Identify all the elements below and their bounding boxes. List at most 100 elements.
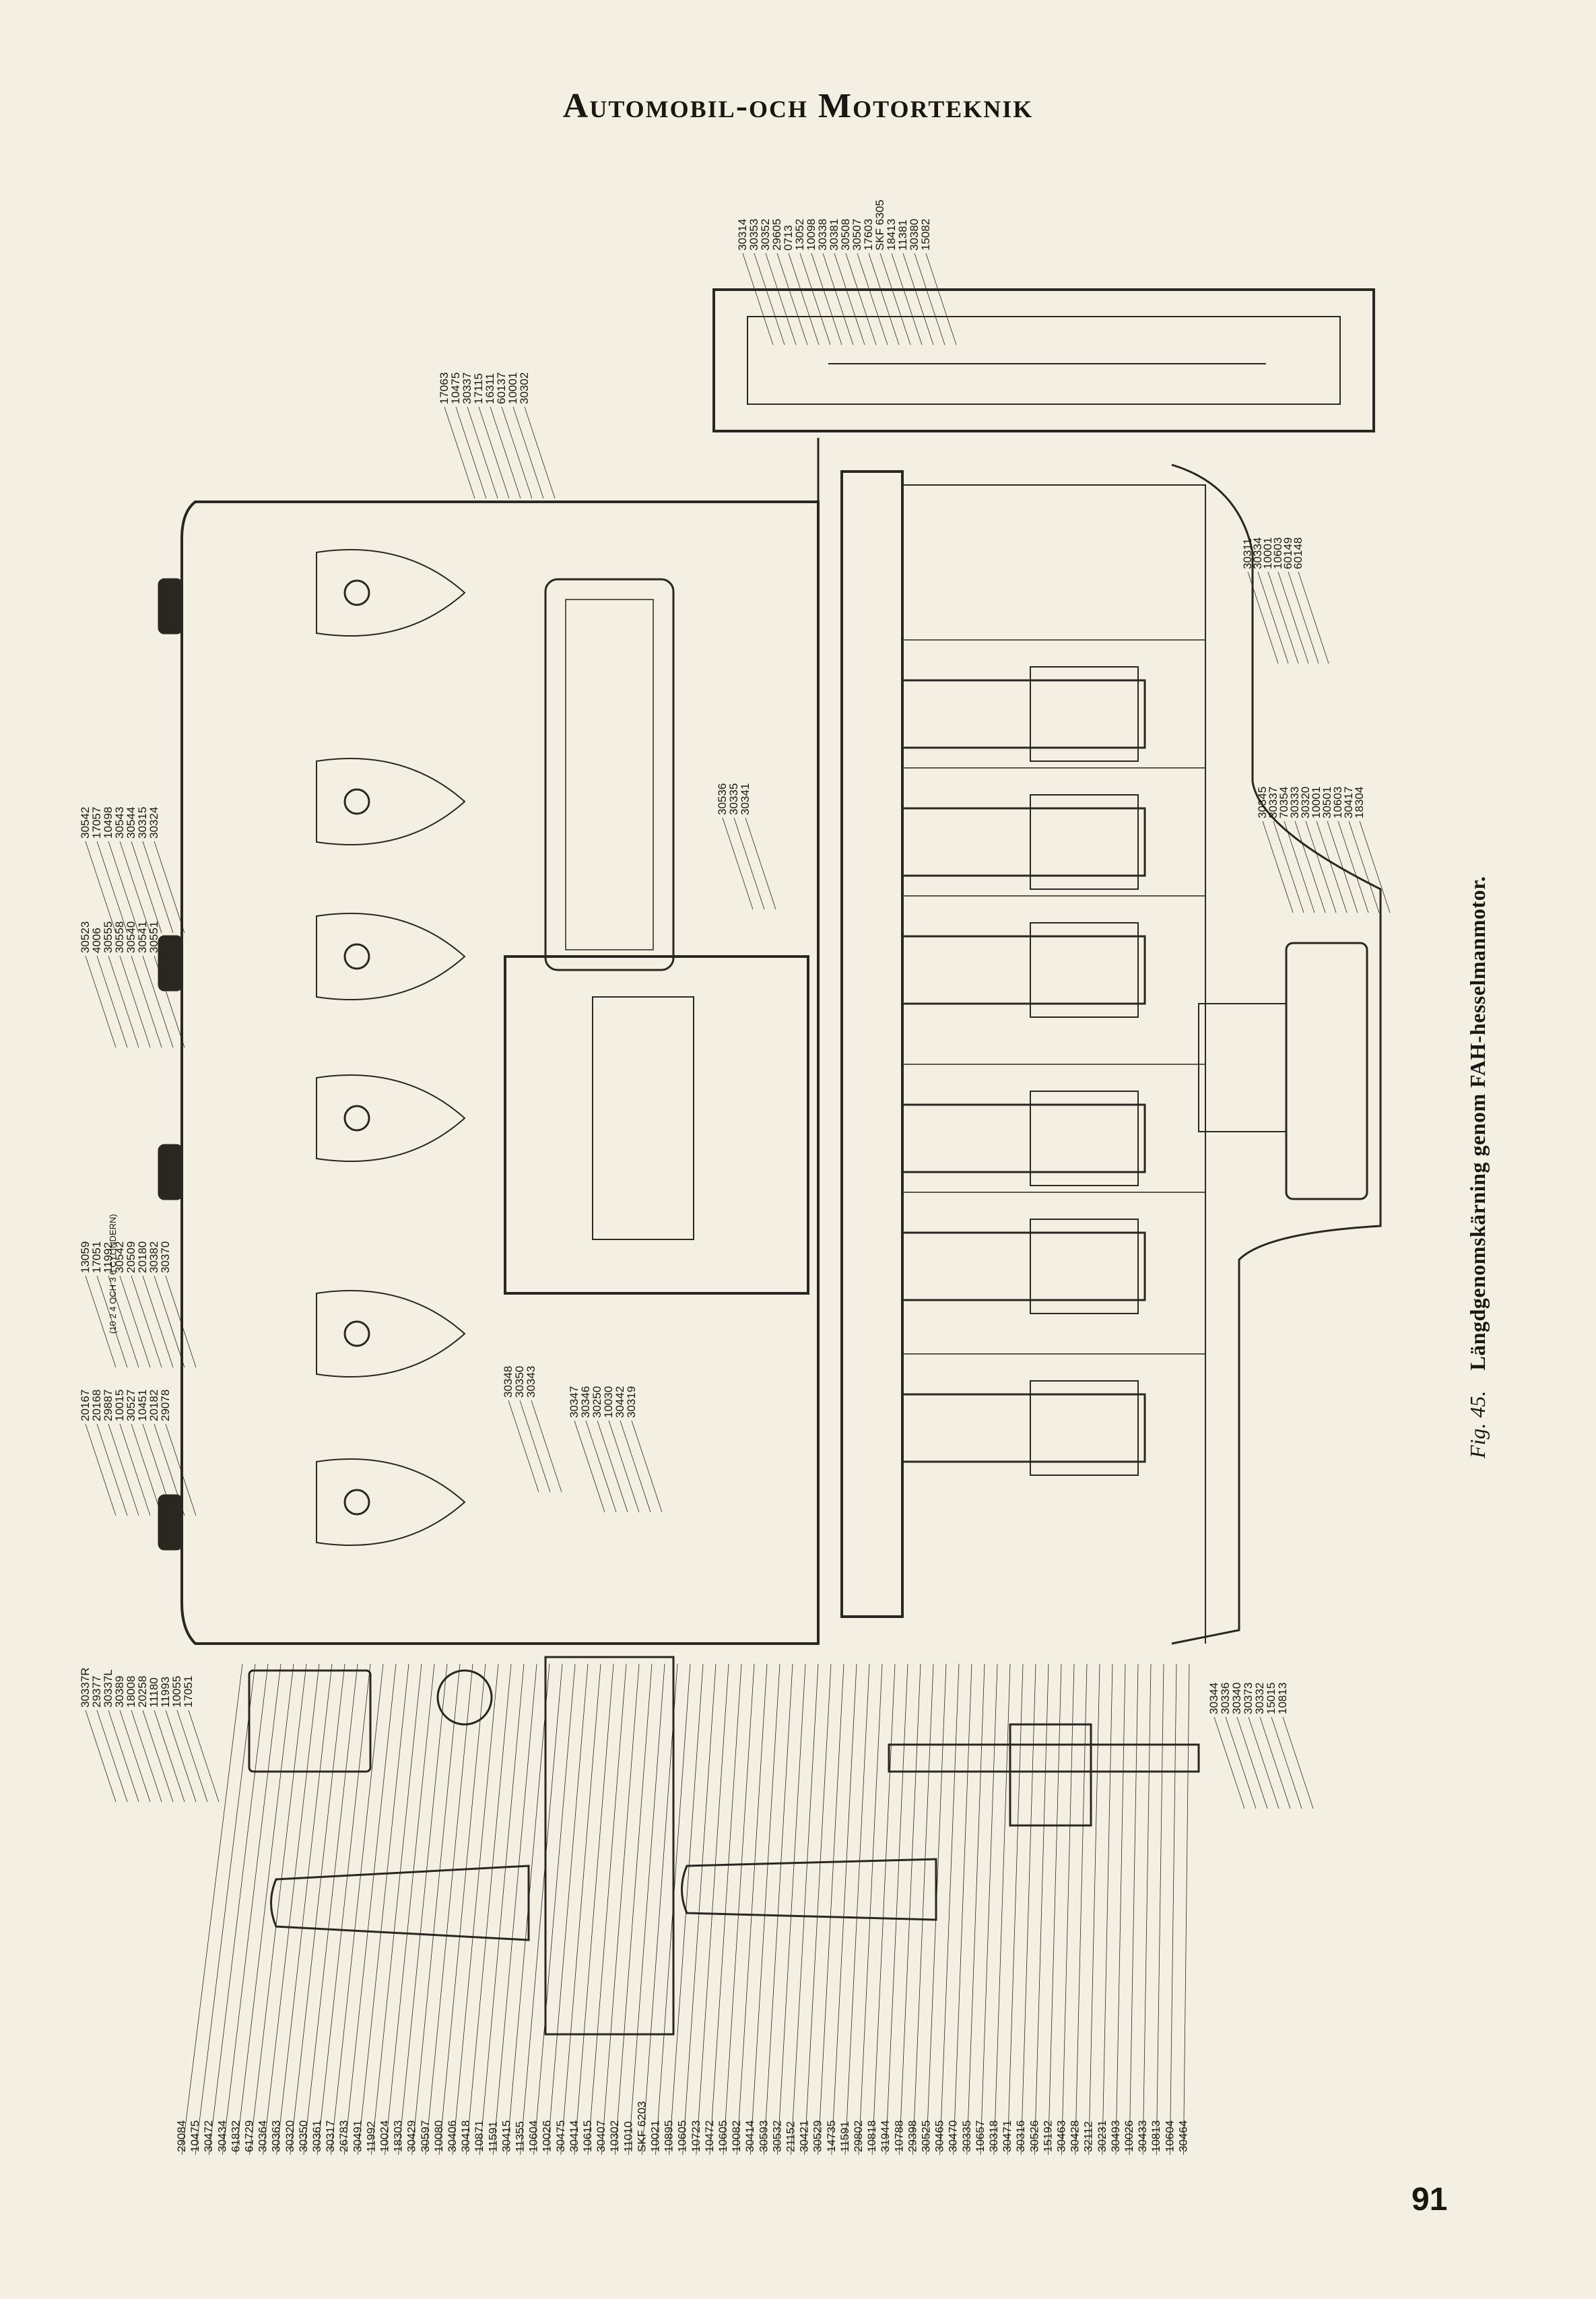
callout-label: 30382 <box>147 1241 160 1273</box>
callout-label: 13059 <box>79 1241 92 1273</box>
leader-lines <box>85 253 1391 2156</box>
callout-label: 15082 <box>919 219 932 251</box>
callout-label: 17051 <box>182 1676 195 1708</box>
callout-group-top-right: 3031430353303522960507131305210098303383… <box>736 199 932 251</box>
callout-label: 30555 <box>102 921 114 953</box>
callout-label: 30350 <box>297 2120 310 2152</box>
callout-label: 30442 <box>613 1386 626 1418</box>
callout-label: 10604 <box>527 2120 540 2152</box>
callout-label: 30335 <box>727 783 740 815</box>
callout-label: 30350 <box>513 1366 526 1398</box>
callout-label: 30315 <box>136 807 149 839</box>
callout-label: 30464 <box>1176 2120 1189 2152</box>
engine-block <box>180 438 820 1645</box>
callout-label: 30407 <box>595 2120 607 2152</box>
callout-label: 30320 <box>1299 787 1312 818</box>
callout-label: 10026 <box>541 2120 554 2152</box>
callout-label: 30471 <box>1001 2120 1013 2152</box>
callout-label: 30324 <box>147 807 160 839</box>
callout-label: 61729 <box>243 2120 256 2152</box>
callout-label: 10603 <box>1271 538 1284 569</box>
cylinder-group <box>901 639 1205 1476</box>
callout-label: 11591 <box>838 2121 851 2152</box>
crankcase-right <box>1171 463 1382 1645</box>
callout-label: 17057 <box>90 807 103 839</box>
callout-label: 30433 <box>1136 2120 1149 2152</box>
callout-label: 30364 <box>257 2120 269 2152</box>
callout-label: 10895 <box>663 2120 675 2152</box>
callout-label: 30334 <box>1251 538 1264 569</box>
callout-label: 30493 <box>1109 2120 1122 2152</box>
callout-label: SKF 6203 <box>635 2101 648 2152</box>
callout-label: 30337L <box>102 1669 114 1708</box>
handwheel-3 <box>158 1144 183 1200</box>
callout-label: 13052 <box>793 219 806 251</box>
callout-label: 30336 <box>1219 1683 1232 1714</box>
callout-label: 30470 <box>947 2120 960 2152</box>
callout-label: 30414 <box>568 2120 580 2152</box>
callout-label: 30508 <box>839 219 852 251</box>
callout-label: 10098 <box>805 219 818 251</box>
callout-label: 10603 <box>1331 787 1344 818</box>
callout-label: 30526 <box>1028 2120 1040 2152</box>
callout-label: 30389 <box>113 1676 126 1708</box>
callout-label: 30406 <box>446 2120 459 2152</box>
callout-label: 30333 <box>1288 787 1301 818</box>
callout-label: 15192 <box>1041 2120 1054 2152</box>
callout-label: 30428 <box>1069 2120 1082 2152</box>
callout-group-right-mid: 3034530337703543033330320100013050110603… <box>1256 787 1366 818</box>
piston-1 <box>901 639 1205 762</box>
callout-label: 30551 <box>147 921 160 953</box>
callout-label: 30352 <box>759 219 772 251</box>
callout-group-left-5: 30337R2937730337L30389180082025811180119… <box>79 1667 195 1708</box>
injection-pump <box>504 578 809 1295</box>
valve-gear <box>158 549 466 1551</box>
callout-label: 30543 <box>113 807 126 839</box>
callout-label: 17063 <box>438 373 451 404</box>
callout-label: 30319 <box>625 1386 638 1418</box>
callout-label: 10813 <box>1150 2120 1162 2152</box>
callout-label: 30381 <box>828 219 840 251</box>
figure-caption: Fig. 45. Längdgenomskärning genom FAH-he… <box>1465 876 1490 1458</box>
callout-label: 31944 <box>879 2120 892 2152</box>
callout-label: 30380 <box>908 219 921 251</box>
callout-label: 20182 <box>147 1390 160 1421</box>
callout-label: 10472 <box>703 2120 716 2152</box>
callout-label: 18303 <box>392 2120 405 2152</box>
callout-label: 30536 <box>716 783 729 815</box>
callout-label: 30332 <box>1253 1683 1266 1714</box>
callout-label: 10302 <box>608 2120 621 2152</box>
callout-label: 21152 <box>785 2121 797 2152</box>
callout-label: 30597 <box>419 2120 432 2152</box>
piston-6 <box>901 1353 1205 1476</box>
callout-label: 10080 <box>432 2120 445 2152</box>
callout-label: 10055 <box>170 1676 183 1708</box>
callout-label: 10001 <box>1261 538 1274 569</box>
callout-label: 30231 <box>1096 2120 1108 2152</box>
callout-label: 20509 <box>125 1241 137 1273</box>
callout-label: 30337R <box>79 1667 92 1708</box>
callout-label: 10021 <box>649 2120 662 2152</box>
callout-label: 30525 <box>920 2120 933 2152</box>
callout-label: 30320 <box>284 2120 296 2152</box>
callout-label: 29605 <box>770 219 783 251</box>
callout-label: 30314 <box>736 219 749 251</box>
callout-label: 10082 <box>730 2120 743 2152</box>
callout-label: 30361 <box>310 2120 323 2152</box>
callout-label: 29084 <box>175 2120 188 2152</box>
handwheel-1 <box>158 578 183 635</box>
callout-label: 60137 <box>495 373 508 404</box>
callout-label: 30593 <box>757 2120 770 2152</box>
callout-label: 10615 <box>581 2120 594 2152</box>
callout-label: 30544 <box>125 807 137 839</box>
callout-label: 10001 <box>1310 787 1323 818</box>
callout-label: 30523 <box>79 921 92 953</box>
callout-label: 20180 <box>136 1241 149 1273</box>
